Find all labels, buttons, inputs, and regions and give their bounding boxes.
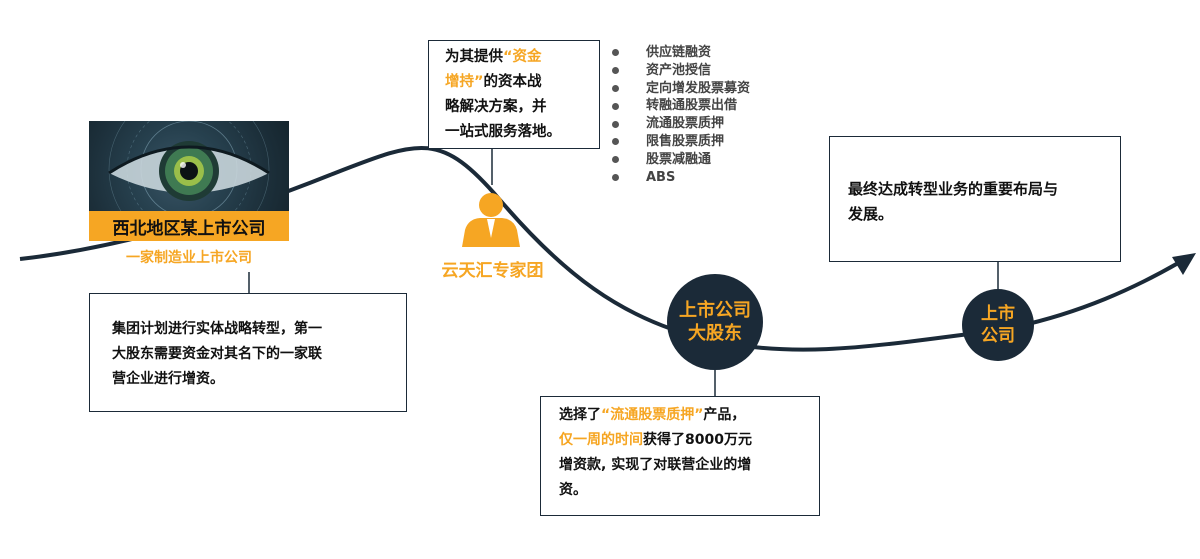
result-line: 最终达成转型业务的重要布局与 <box>848 180 1059 198</box>
bullet-icon <box>612 173 619 181</box>
services-list: 供应链融资 资产池授信 定向增发股票募资 转融通股票出借 流通股票质押 限售股票… <box>612 44 750 186</box>
description-line: 集团计划进行实体战略转型，第一 <box>112 321 322 337</box>
shareholder-outcome-box: 选择了“流通股票质押”产品， 仅一周的时间获得了8000万元 增资款, 实现了对… <box>540 396 820 516</box>
service-item: 供应链融资 <box>612 44 750 62</box>
outcome-line: 仅一周的时间获得了8000万元 <box>559 428 809 453</box>
service-label: 资产池授信 <box>646 62 712 78</box>
service-label: ABS <box>646 169 676 185</box>
solution-text: 的资本战 <box>483 74 542 90</box>
shareholder-circle-line: 大股东 <box>688 323 742 344</box>
bullet-icon <box>612 102 619 110</box>
outcome-line: 资。 <box>559 482 587 498</box>
listed-company-circle: 上市 公司 <box>962 289 1034 361</box>
solution-line: 略解决方案，并 <box>445 99 547 115</box>
solution-line: 一站式服务落地。 <box>445 124 561 140</box>
service-item: 流通股票质押 <box>612 115 750 133</box>
service-item: 限售股票质押 <box>612 133 750 151</box>
eye-icon <box>108 121 270 241</box>
result-line: 发展。 <box>848 205 894 223</box>
outcome-highlight: 仅一周的时间 <box>559 432 643 448</box>
person-icon <box>462 193 520 247</box>
company-subtitle: 一家制造业上市公司 <box>126 250 252 266</box>
outcome-text: 产品， <box>703 407 746 423</box>
solution-highlight: 增持” <box>445 74 484 90</box>
service-item: 资产池授信 <box>612 62 750 80</box>
service-label: 股票减融通 <box>646 151 712 167</box>
outcome-line: 增资款, 实现了对联营企业的增 <box>559 457 752 473</box>
bullet-icon <box>612 84 619 92</box>
listed-company-circle-line: 上市 <box>981 304 1015 324</box>
service-item: 定向增发股票募资 <box>612 80 750 98</box>
outcome-line: 选择了“流通股票质押”产品， <box>559 403 809 428</box>
outcome-highlight: “流通股票质押” <box>601 407 704 423</box>
final-result-box: 最终达成转型业务的重要布局与 发展。 <box>829 136 1121 262</box>
company-name: 西北地区某上市公司 <box>112 218 266 239</box>
expert-caption: 云天汇专家团 <box>441 261 544 281</box>
solution-highlight: “资金 <box>503 49 542 65</box>
service-label: 转融通股票出借 <box>646 98 738 114</box>
bullet-icon <box>612 120 619 128</box>
solution-line: 增持”的资本战 <box>445 70 589 95</box>
service-label: 供应链融资 <box>646 45 712 60</box>
service-item: 股票减融通 <box>612 151 750 169</box>
shareholder-circle-line: 上市公司 <box>679 300 751 321</box>
service-label: 限售股票质押 <box>646 133 725 149</box>
outcome-text: 获得了8000万元 <box>643 432 752 448</box>
expert-solution-box: 为其提供“资金 增持”的资本战 略解决方案，并 一站式服务落地。 <box>428 40 600 149</box>
flow-arrowhead <box>1172 253 1196 275</box>
service-label: 定向增发股票募资 <box>646 80 751 96</box>
description-line: 营企业进行增资。 <box>112 371 224 387</box>
solution-text: 为其提供 <box>445 49 503 65</box>
bullet-icon <box>612 138 619 146</box>
service-item: 转融通股票出借 <box>612 97 750 115</box>
listed-company-circle-line: 公司 <box>981 326 1015 346</box>
company-name-tag: 西北地区某上市公司 <box>89 211 289 241</box>
service-label: 流通股票质押 <box>646 116 725 132</box>
solution-line: 为其提供“资金 <box>445 45 589 70</box>
outcome-text: 选择了 <box>559 407 601 423</box>
description-line: 大股东需要资金对其名下的一家联 <box>112 346 322 362</box>
bullet-icon <box>612 49 619 57</box>
shareholder-circle: 上市公司 大股东 <box>667 274 763 370</box>
company-description-box: 集团计划进行实体战略转型，第一 大股东需要资金对其名下的一家联 营企业进行增资。 <box>89 293 407 412</box>
bullet-icon <box>612 67 619 75</box>
bullet-icon <box>612 156 619 164</box>
service-item: ABS <box>612 169 750 187</box>
